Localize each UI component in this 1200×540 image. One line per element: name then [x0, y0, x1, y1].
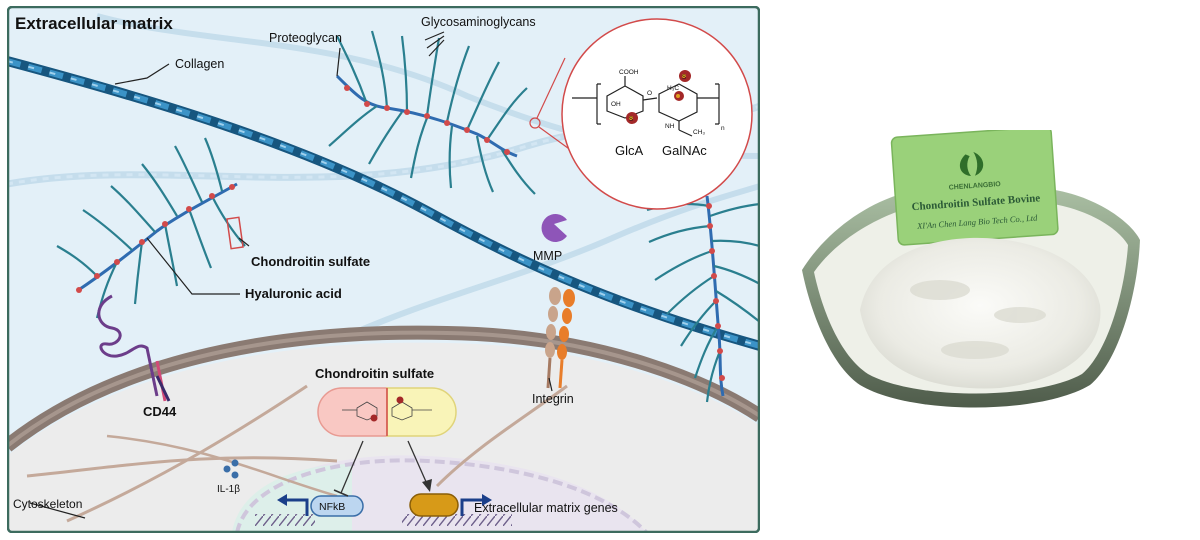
collagen-fiber — [7, 56, 760, 351]
il1b-molecules-icon — [223, 459, 239, 479]
product-photo: CHENLANGBIO Chondroitin Sulfate Bovine X… — [802, 130, 1140, 408]
dna-strand — [402, 514, 512, 526]
molecule-h3c: H₃C — [667, 85, 679, 92]
label-glycosaminoglycans: Glycosaminoglycans — [421, 15, 536, 29]
cd44-receptor — [97, 294, 159, 397]
molecule-galnac: GalNAc — [662, 143, 707, 158]
promoter-arrow-icon — [460, 498, 484, 516]
molecule-ch3: CH₃ — [693, 129, 705, 136]
molecule-o: O — [647, 90, 652, 97]
label-proteoglycan: Proteoglycan — [269, 31, 342, 45]
label-cytoskeleton: Cytoskeleton — [13, 497, 82, 511]
molecule-s1: S — [629, 117, 633, 123]
molecule-cooh: COOH — [619, 69, 639, 76]
proteoglycan-left — [56, 137, 246, 402]
activation-arrow — [407, 440, 428, 485]
brand-leaf-icon — [959, 151, 984, 177]
gene-product-pill — [409, 493, 459, 517]
label-ecm-genes: Extracellular matrix genes — [474, 501, 618, 515]
label-chondroitin-sulfate: Chondroitin sulfate — [251, 254, 370, 269]
label-nfkb: NFkB — [319, 501, 345, 513]
diagram-title: Extracellular matrix — [15, 14, 173, 33]
label-pointers — [29, 31, 553, 519]
molecule-n: n — [721, 125, 725, 132]
integrin-receptor — [545, 287, 575, 389]
label-cd44: CD44 — [143, 404, 177, 419]
cell — [7, 325, 760, 533]
label-chondroitin-sulfate-cell: Chondroitin sulfate — [315, 366, 434, 381]
chondroitin-capsule — [317, 387, 457, 497]
mmp-enzyme — [541, 214, 567, 242]
label-hyaluronic-acid: Hyaluronic acid — [245, 286, 342, 301]
chondroitin-powder — [860, 237, 1101, 389]
nfkb-pill — [310, 495, 364, 517]
label-integrin: Integrin — [532, 392, 574, 406]
product-card: CHENLANGBIO Chondroitin Sulfate Bovine X… — [890, 130, 1059, 246]
label-mmp: MMP — [533, 249, 562, 263]
molecule-oh: OH — [611, 101, 621, 108]
molecule-s2: S — [682, 75, 686, 81]
molecule-glca: GlcA — [615, 143, 644, 158]
diagram-border — [7, 6, 760, 533]
ecm-diagram: Extracellular matrix Proteoglycan Glycos… — [7, 6, 760, 533]
label-il1b: IL-1β — [217, 484, 240, 495]
chondroitin-highlight-box — [226, 216, 244, 250]
card-brand: CHENLANGBIO — [949, 181, 1002, 192]
promoter-arrow-icon — [285, 498, 309, 516]
molecule-nh: NH — [665, 123, 675, 130]
cytoskeleton-fiber — [26, 456, 338, 478]
dna-strand — [255, 514, 315, 526]
inhibition-line — [340, 440, 364, 494]
label-collagen: Collagen — [175, 57, 224, 71]
proteoglycan-top — [328, 30, 536, 195]
molecule-zoom — [561, 18, 753, 210]
